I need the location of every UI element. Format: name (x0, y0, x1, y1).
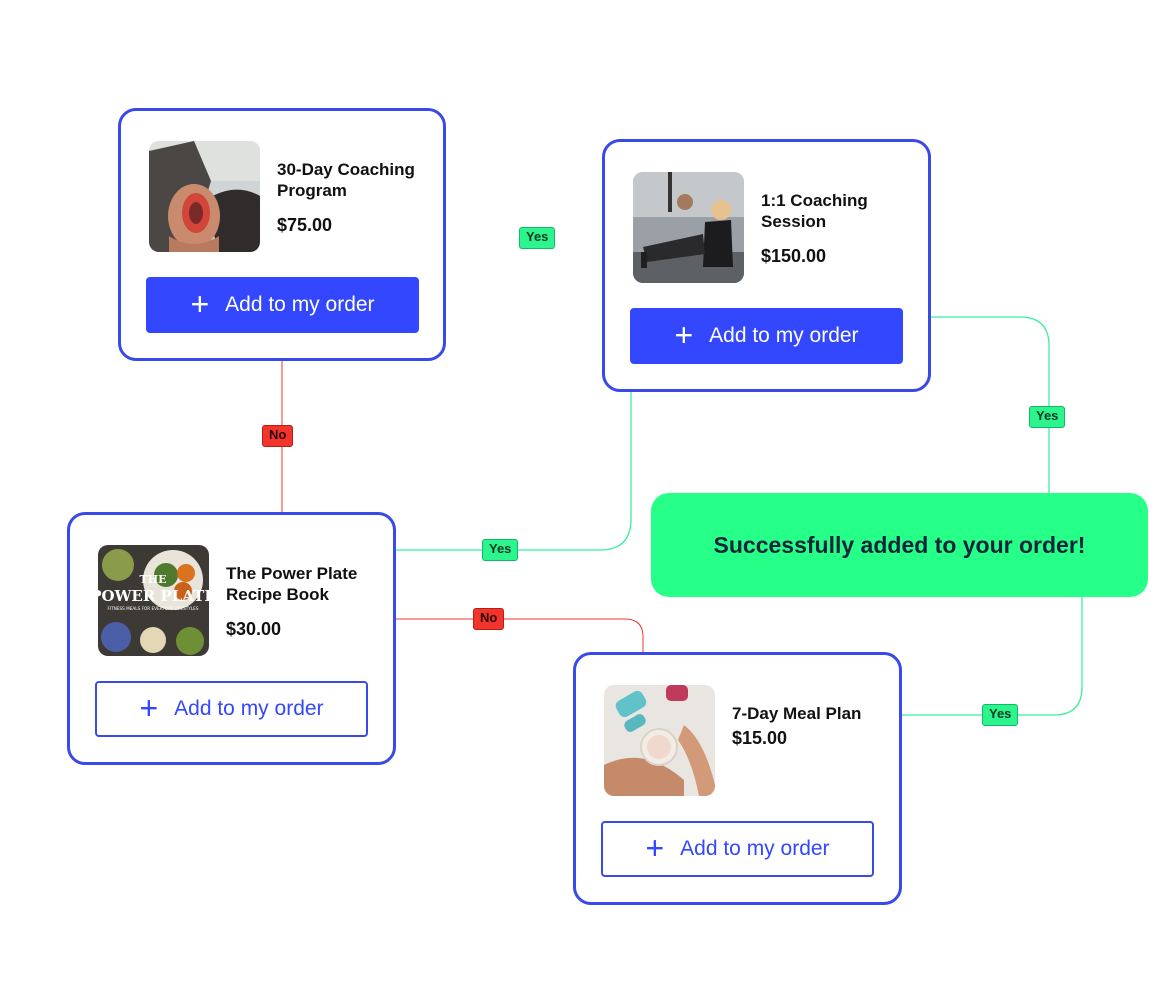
yes-badge: Yes (482, 539, 519, 561)
plus-icon: + (645, 829, 665, 866)
connector-yes-mealplan-to-success (900, 597, 1083, 716)
product-image-recipe-book: THE POWER PLATE FITNESS MEALS FOR EVERYD… (98, 545, 209, 656)
connector-yes-session-to-success (930, 316, 1050, 493)
no-badge: No (473, 608, 505, 630)
success-text: Successfully added to your order! (713, 531, 1086, 558)
product-card-recipe-book: THE POWER PLATE FITNESS MEALS FOR EVERYD… (67, 512, 396, 765)
connector-yes-book-to-session (395, 390, 632, 551)
product-title: 1:1 Coaching Session (761, 191, 868, 231)
no-badge: No (262, 425, 294, 447)
cover-title-line-1: THE (140, 573, 167, 586)
button-label: Add to my order (174, 697, 324, 720)
plus-icon: + (190, 285, 210, 322)
product-card-meal-plan: 7-Day Meal Plan $15.00 + Add to my order (573, 652, 902, 905)
button-label: Add to my order (680, 837, 830, 860)
add-to-order-button[interactable]: + Add to my order (146, 277, 419, 333)
product-title: 30-Day Coaching Program (277, 160, 415, 200)
product-image-coaching-program (149, 141, 260, 252)
cover-subtitle: FITNESS MEALS FOR EVERYDAY LIFESTYLES (108, 606, 199, 611)
product-price: $75.00 (277, 215, 333, 235)
yes-badge: Yes (982, 704, 1019, 726)
add-to-order-button[interactable]: + Add to my order (601, 821, 874, 877)
plus-icon: + (139, 689, 159, 726)
product-title: The Power Plate Recipe Book (226, 564, 358, 604)
add-to-order-button[interactable]: + Add to my order (95, 681, 368, 737)
yes-badge: Yes (1029, 406, 1066, 428)
button-label: Add to my order (225, 293, 375, 316)
button-label: Add to my order (709, 324, 859, 347)
product-card-coaching-program: 30-Day Coaching Program $75.00 + Add to … (118, 108, 446, 361)
product-image-coaching-session (633, 172, 744, 283)
product-price: $15.00 (732, 728, 788, 748)
cover-title-line-2: POWER PLATE (98, 587, 209, 605)
product-price: $150.00 (761, 246, 827, 266)
yes-badge: Yes (519, 227, 556, 249)
success-message: Successfully added to your order! (651, 493, 1148, 597)
plus-icon: + (674, 316, 694, 353)
product-title: 7-Day Meal Plan (732, 704, 862, 723)
connector-no-book-to-mealplan (395, 618, 644, 653)
product-card-coaching-session: 1:1 Coaching Session $150.00 + Add to my… (602, 139, 931, 392)
add-to-order-button[interactable]: + Add to my order (630, 308, 903, 364)
product-image-meal-plan (604, 685, 715, 796)
product-price: $30.00 (226, 619, 282, 639)
